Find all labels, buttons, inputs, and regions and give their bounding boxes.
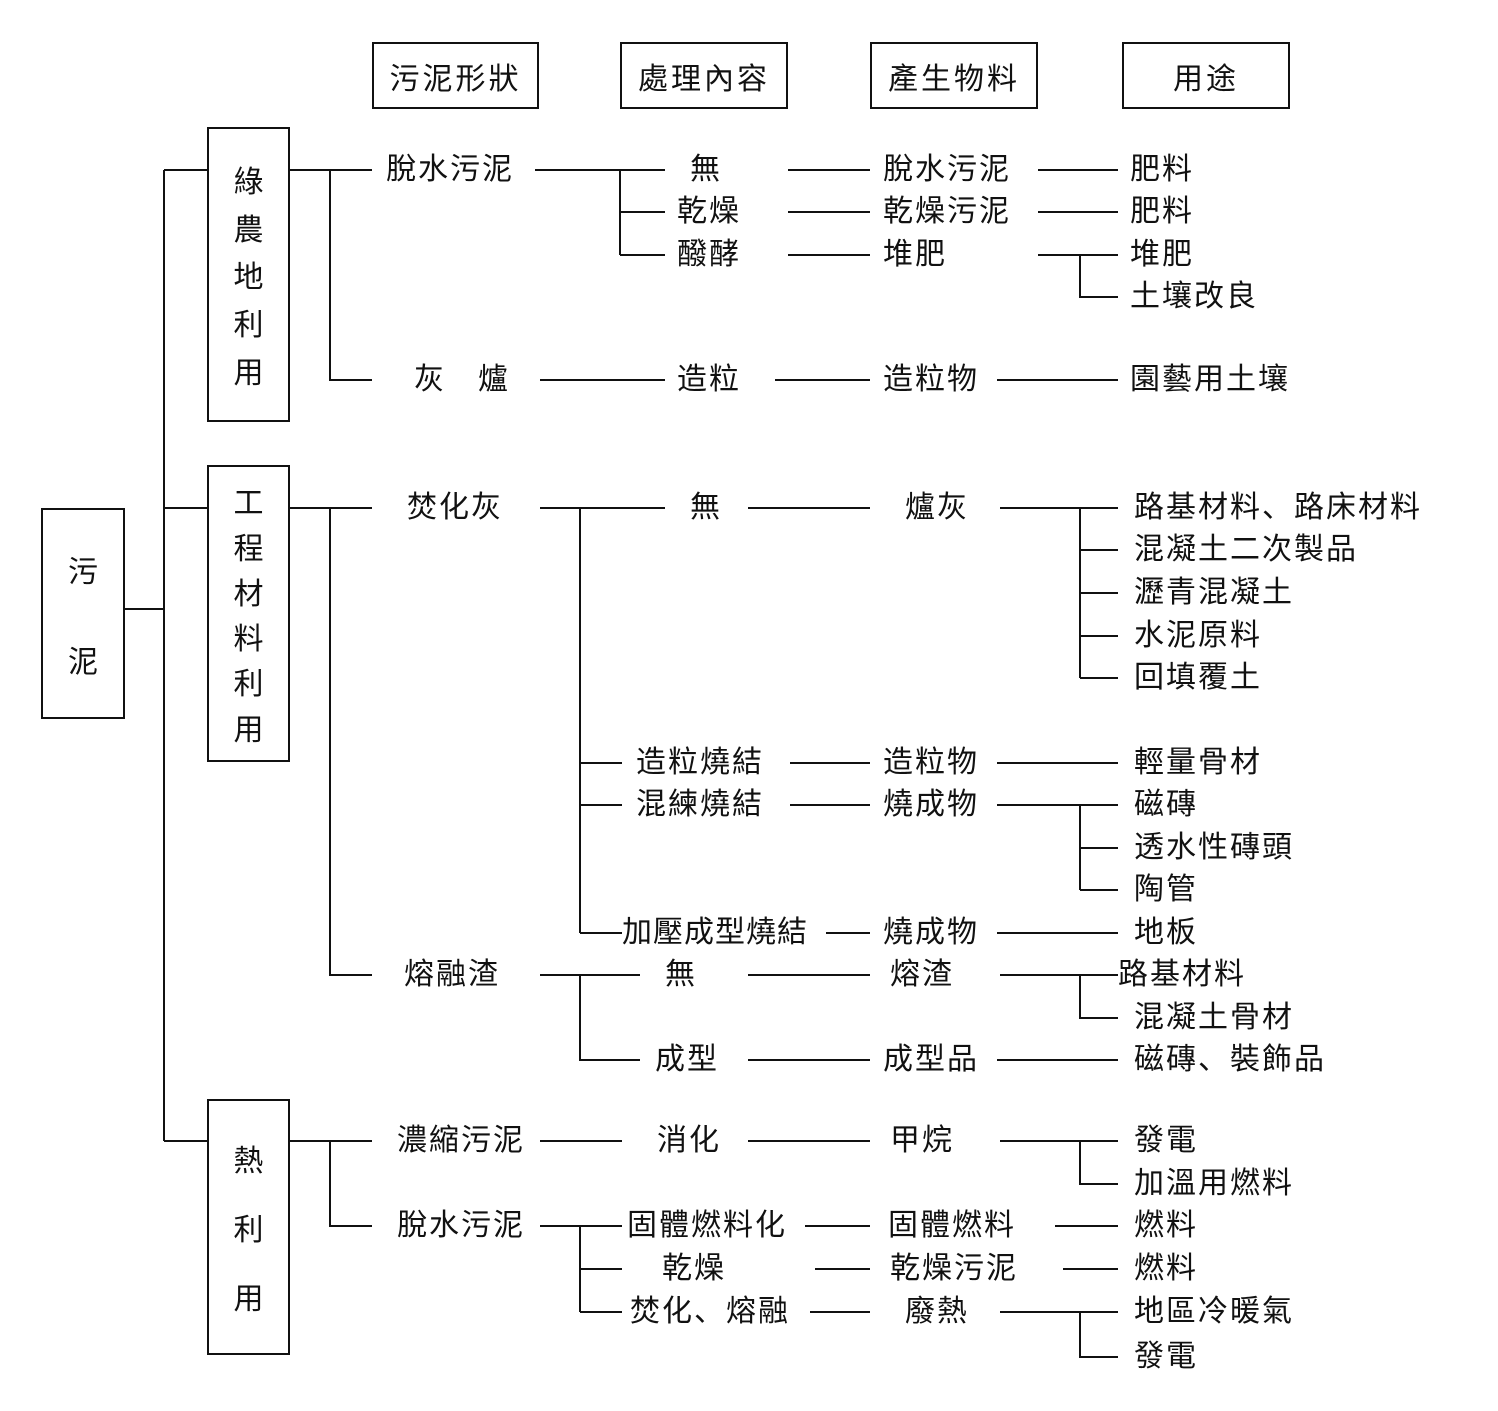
form-label: 焚化灰 <box>407 490 503 525</box>
usage-label: 燃料 <box>1134 1251 1198 1286</box>
usage-label: 地板 <box>1134 915 1198 950</box>
root-char: 污 <box>68 554 98 590</box>
category-char: 利 <box>233 667 264 703</box>
usage-label: 加溫用燃料 <box>1134 1166 1294 1201</box>
category-char: 熱 <box>233 1144 264 1179</box>
product-label: 廢熱 <box>905 1294 969 1329</box>
usage-label: 混凝土二次製品 <box>1134 532 1358 567</box>
process-label: 造粒燒結 <box>636 745 764 780</box>
process-label: 加壓成型燒結 <box>622 915 808 950</box>
usage-label: 土壤改良 <box>1130 279 1258 314</box>
product-label: 堆肥 <box>883 237 947 272</box>
category-char: 程 <box>233 531 264 567</box>
category-char: 農 <box>233 212 264 248</box>
usage-label: 地區冷暖氣 <box>1134 1294 1294 1329</box>
category-heat-utilization: 熱 利 用 <box>207 1099 290 1355</box>
form-label: 濃縮污泥 <box>397 1123 525 1158</box>
header-product: 產生物料 <box>870 42 1038 109</box>
process-label: 混練燒結 <box>636 787 764 822</box>
category-engineering-material: 工 程 材 料 利 用 <box>207 465 290 762</box>
product-label: 燒成物 <box>883 787 979 822</box>
category-char: 用 <box>233 356 264 392</box>
form-label: 熔融渣 <box>404 957 500 992</box>
usage-label: 路基材料、路床材料 <box>1134 490 1422 525</box>
usage-label: 肥料 <box>1130 194 1194 229</box>
usage-label: 瀝青混凝土 <box>1134 575 1294 610</box>
usage-label: 水泥原料 <box>1134 618 1262 653</box>
category-char: 用 <box>233 712 264 748</box>
category-char: 綠 <box>233 164 264 200</box>
process-label: 乾燥 <box>662 1251 726 1286</box>
process-label: 醱酵 <box>677 237 741 272</box>
product-label: 固體燃料 <box>888 1208 1016 1243</box>
form-label: 脫水污泥 <box>397 1208 525 1243</box>
product-label: 燒成物 <box>883 915 979 950</box>
usage-label: 回填覆土 <box>1134 660 1262 695</box>
usage-label: 輕量骨材 <box>1134 745 1262 780</box>
form-label: 脫水污泥 <box>386 152 514 187</box>
product-label: 熔渣 <box>890 957 954 992</box>
category-char: 用 <box>233 1282 264 1317</box>
product-label: 造粒物 <box>883 745 979 780</box>
header-usage: 用途 <box>1122 42 1290 109</box>
product-label: 乾燥污泥 <box>890 1251 1018 1286</box>
root-char: 泥 <box>68 644 98 680</box>
process-label: 消化 <box>657 1123 721 1158</box>
form-label: 灰 爐 <box>414 362 510 397</box>
usage-label: 磁磚、裝飾品 <box>1134 1042 1326 1077</box>
category-char: 利 <box>233 308 264 344</box>
process-label: 焚化、熔融 <box>630 1294 790 1329</box>
process-label: 固體燃料化 <box>627 1208 787 1243</box>
process-label: 無 <box>690 490 722 525</box>
process-label: 無 <box>665 957 697 992</box>
usage-label: 發電 <box>1134 1123 1198 1158</box>
process-label: 成型 <box>655 1042 719 1077</box>
usage-label: 肥料 <box>1130 152 1194 187</box>
product-label: 甲烷 <box>890 1123 954 1158</box>
usage-label: 園藝用土壤 <box>1130 362 1290 397</box>
product-label: 造粒物 <box>883 362 979 397</box>
header-treatment: 處理內容 <box>620 42 788 109</box>
process-label: 造粒 <box>677 362 741 397</box>
product-label: 脫水污泥 <box>883 152 1011 187</box>
usage-label: 燃料 <box>1134 1208 1198 1243</box>
process-label: 乾燥 <box>677 194 741 229</box>
header-sludge-form: 污泥形狀 <box>372 42 539 109</box>
category-green-agriculture: 綠 農 地 利 用 <box>207 127 290 422</box>
category-char: 料 <box>233 622 264 658</box>
product-label: 爐灰 <box>905 490 969 525</box>
category-char: 利 <box>233 1213 264 1248</box>
root-sludge-box: 污 泥 <box>41 508 125 719</box>
usage-label: 透水性磚頭 <box>1134 830 1294 865</box>
category-char: 地 <box>233 260 264 296</box>
usage-label: 發電 <box>1134 1339 1198 1374</box>
product-label: 乾燥污泥 <box>883 194 1011 229</box>
category-char: 工 <box>233 486 264 522</box>
usage-label: 磁磚 <box>1134 787 1198 822</box>
process-label: 無 <box>690 152 722 187</box>
category-char: 材 <box>233 576 264 612</box>
usage-label: 陶管 <box>1134 872 1198 907</box>
usage-label: 路基材料 <box>1118 957 1246 992</box>
usage-label: 堆肥 <box>1130 237 1194 272</box>
product-label: 成型品 <box>883 1042 979 1077</box>
usage-label: 混凝土骨材 <box>1134 1000 1294 1035</box>
